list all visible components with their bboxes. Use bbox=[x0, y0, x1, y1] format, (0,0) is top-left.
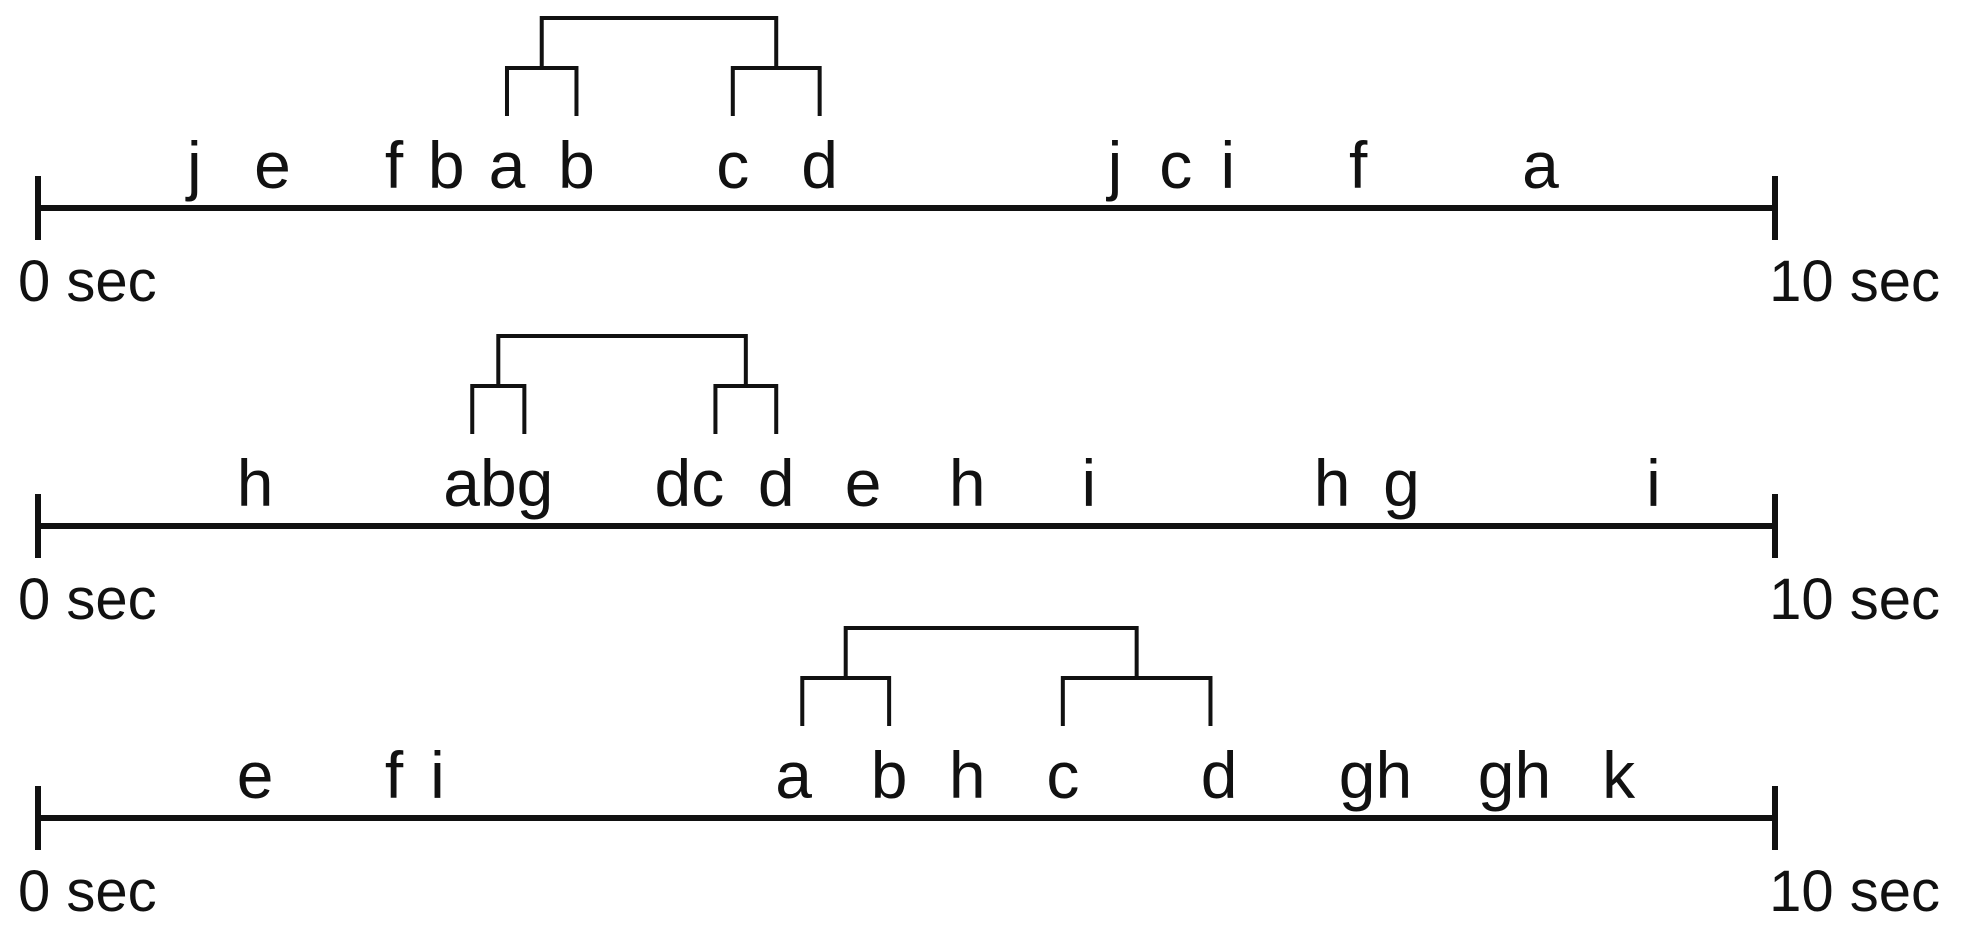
event-label: gh bbox=[1478, 738, 1551, 812]
event-label: e bbox=[254, 128, 291, 202]
event-label: i bbox=[1082, 446, 1097, 520]
event-label: a bbox=[1522, 128, 1559, 202]
grouping-bracket bbox=[470, 334, 779, 434]
end-label: 10 sec bbox=[1769, 249, 1940, 314]
event-label: h bbox=[949, 738, 986, 812]
event-label: h bbox=[237, 446, 274, 520]
event-label: g bbox=[1383, 446, 1420, 520]
event-label: i bbox=[430, 738, 445, 812]
bracket-right-pair bbox=[730, 66, 822, 116]
event-label: gh bbox=[1339, 738, 1412, 812]
start-label: 0 sec bbox=[18, 567, 157, 632]
event-label: a bbox=[775, 738, 812, 812]
event-label: j bbox=[185, 128, 202, 202]
event-label: h bbox=[1314, 446, 1351, 520]
event-label: d bbox=[1201, 738, 1238, 812]
event-label: i bbox=[1221, 128, 1236, 202]
event-label: d bbox=[801, 128, 838, 202]
bracket-right-pair bbox=[713, 384, 779, 434]
bracket-left-pair bbox=[504, 66, 579, 116]
event-label: f bbox=[1349, 128, 1368, 202]
bracket-outer-link bbox=[843, 626, 1139, 678]
grouping-bracket bbox=[504, 16, 822, 116]
event-label: k bbox=[1602, 738, 1636, 812]
event-label: i bbox=[1646, 446, 1661, 520]
event-label: c bbox=[1046, 738, 1079, 812]
grouping-bracket bbox=[800, 626, 1213, 726]
start-label: 0 sec bbox=[18, 859, 157, 924]
bracket-right-pair bbox=[1060, 676, 1213, 726]
event-label: f bbox=[385, 128, 404, 202]
bracket-outer-link bbox=[496, 334, 748, 386]
bracket-left-pair bbox=[800, 676, 892, 726]
event-label: b bbox=[871, 738, 908, 812]
event-label: abg bbox=[443, 446, 553, 520]
event-label: c bbox=[1159, 128, 1192, 202]
event-label: j bbox=[1106, 128, 1123, 202]
event-label: h bbox=[949, 446, 986, 520]
end-label: 10 sec bbox=[1769, 567, 1940, 632]
event-label: e bbox=[237, 738, 274, 812]
start-label: 0 sec bbox=[18, 249, 157, 314]
event-label: dc bbox=[655, 446, 725, 520]
event-label: c bbox=[716, 128, 749, 202]
event-label: d bbox=[758, 446, 795, 520]
bracket-outer-link bbox=[539, 16, 779, 68]
event-label: e bbox=[845, 446, 882, 520]
event-label: b bbox=[558, 128, 595, 202]
event-label: b bbox=[428, 128, 465, 202]
event-label: f bbox=[385, 738, 404, 812]
bracket-left-pair bbox=[470, 384, 527, 434]
event-label: a bbox=[489, 128, 526, 202]
end-label: 10 sec bbox=[1769, 859, 1940, 924]
